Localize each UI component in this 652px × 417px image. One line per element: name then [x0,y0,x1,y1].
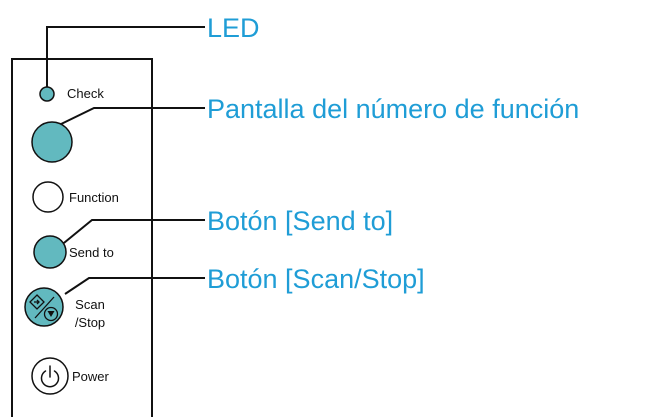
scan-stop-callout-line [64,277,205,295]
scan-stop-icon [29,294,59,322]
check-label: Check [67,86,104,101]
stop-triangle-icon [47,311,55,317]
power-icon [40,370,60,388]
stop-circle-icon [43,306,59,322]
led-indicator [39,86,55,102]
power-button[interactable] [31,357,69,395]
led-callout-line [46,26,205,92]
scan-label-line2: /Stop [75,315,105,330]
send-to-callout-label: Botón [Send to] [207,206,393,236]
function-number-display [31,121,73,163]
power-label: Power [72,369,110,384]
send-to-callout-line [58,219,205,248]
scan-stop-button[interactable] [24,287,64,327]
start-diamond-icon [29,294,45,310]
led-callout-label: LED [207,13,260,43]
scan-stop-callout-label: Botón [Scan/Stop] [207,264,425,294]
start-arrowhead-icon [36,299,40,305]
scan-label-line1: Scan [75,297,105,312]
function-number-display-callout-line [56,107,205,127]
function-number-display-callout-label: Pantalla del número de función [207,94,579,124]
scan-stop-button-circle[interactable] [24,287,64,327]
function-button[interactable] [32,181,64,213]
separator-slash-icon [34,296,55,319]
function-label: Function [69,190,119,205]
send-to-button[interactable] [33,235,67,269]
send-to-label: Send to [69,245,114,260]
panel-outline [11,58,153,417]
